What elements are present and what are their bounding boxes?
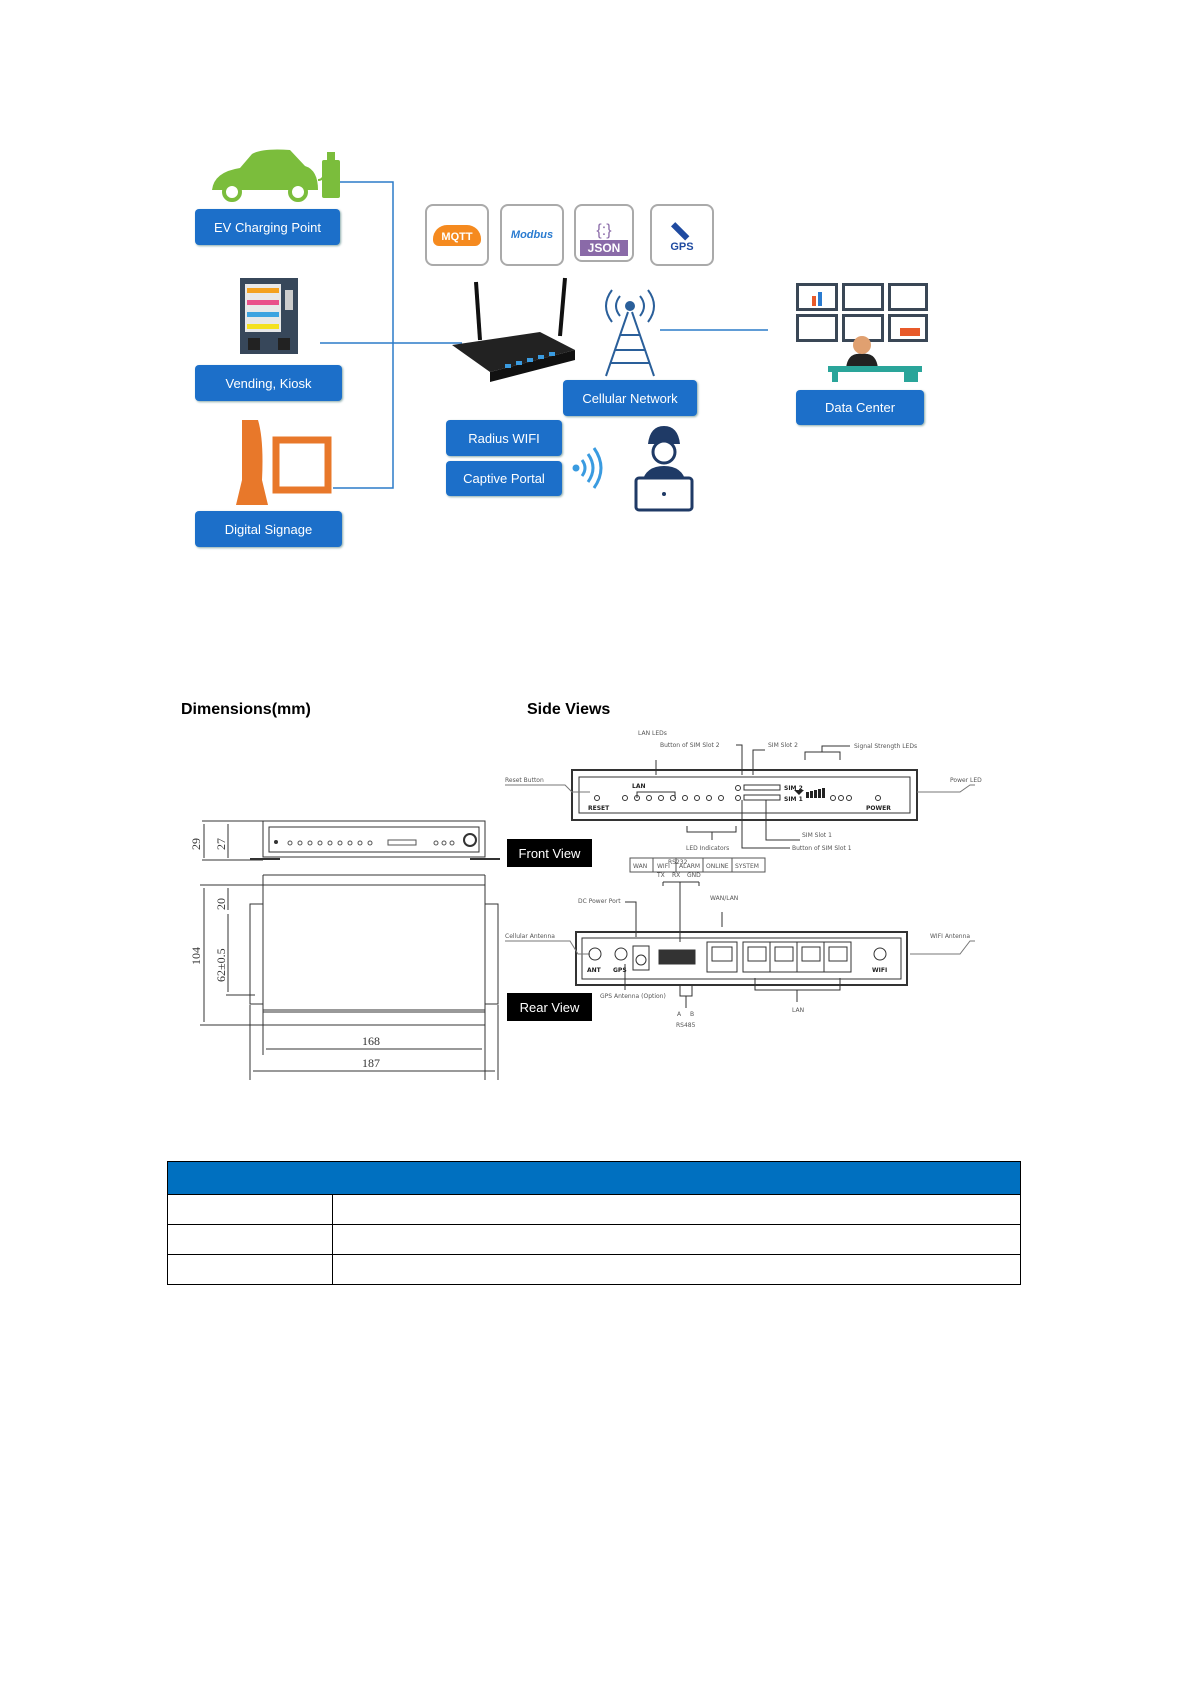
label-digital-signage: Digital Signage: [195, 511, 342, 547]
table-row: [167, 1254, 1021, 1285]
mqtt-cloud-icon: MQTT: [433, 224, 481, 246]
callout-reset-button: Reset Button: [505, 777, 544, 784]
callout-b: B: [690, 1011, 694, 1018]
table-header-row: [167, 1161, 1021, 1195]
panel-sim1: SIM 1: [784, 796, 803, 803]
dim-62: 62±0.5: [214, 948, 228, 982]
callout-wan-lan: WAN/LAN: [710, 895, 738, 902]
wifi-waves-icon: [572, 447, 603, 489]
front-view-tag: Front View: [507, 839, 592, 867]
panel-power: POWER: [866, 805, 891, 812]
indicator-wan: WAN: [633, 863, 647, 870]
connection-lines: [212, 149, 928, 512]
callout-gps-antenna: GPS Antenna (Option): [600, 993, 666, 1000]
engineer-laptop-icon: [634, 426, 694, 512]
callout-button-sim2: Button of SIM Slot 2: [660, 742, 720, 749]
table-cell: [332, 1194, 1021, 1225]
side-views-drawing: LAN LEDs Button of SIM Slot 2 SIM Slot 2…: [505, 730, 982, 1029]
callout-dc-power: DC Power Port: [578, 898, 621, 905]
callout-gnd: GND: [687, 872, 701, 879]
dim-168: 168: [362, 1034, 380, 1048]
spec-table: [167, 1161, 1021, 1285]
dim-27: 27: [214, 838, 228, 850]
label-vending-kiosk: Vending, Kiosk: [195, 365, 342, 401]
callout-rs232: RS232: [668, 859, 688, 866]
json-label: JSON: [579, 240, 629, 256]
modbus-logo: Modbus: [510, 229, 554, 241]
label-data-center: Data Center: [796, 390, 924, 425]
router-icon: [452, 277, 575, 382]
mqtt-tile: MQTT: [425, 204, 489, 266]
dim-187: 187: [362, 1056, 380, 1070]
callout-cellular-antenna: Cellular Antenna: [505, 933, 555, 940]
label-radius-wifi: Radius WIFI: [446, 420, 562, 456]
modbus-tile: Modbus: [500, 204, 564, 266]
indicator-online: ONLINE: [706, 863, 729, 870]
label-captive-portal: Captive Portal: [446, 461, 562, 496]
gps-label: GPS: [670, 240, 694, 253]
callout-lan-leds: LAN LEDs: [638, 730, 667, 737]
callout-tx: TX: [656, 872, 665, 879]
indicator-alarm: ALARM: [679, 863, 700, 870]
callout-led-indicators: LED Indicators: [686, 845, 729, 852]
callout-wifi-antenna: WIFI Antenna: [930, 933, 970, 940]
table-cell: [167, 1194, 333, 1225]
callout-sim1-slot: SIM Slot 1: [802, 832, 832, 839]
table-cell: [332, 1254, 1021, 1285]
dimensions-drawing: 29 27 20 62±0.5 104 168 187: [189, 820, 500, 1080]
callout-a: A: [677, 1011, 682, 1018]
table-cell: [167, 1254, 333, 1285]
table-cell: [332, 1224, 1021, 1255]
label-cellular-network: Cellular Network: [563, 380, 697, 416]
vending-machine-icon: [240, 278, 298, 354]
panel-gps: GPS: [613, 967, 627, 974]
table-row: [167, 1224, 1021, 1255]
digital-signage-icon: [236, 420, 332, 505]
callout-power-led: Power LED: [950, 777, 982, 784]
table-header-cell: [167, 1161, 1021, 1195]
dimensions-heading: Dimensions(mm): [181, 701, 311, 718]
indicator-system: SYSTEM: [735, 863, 759, 870]
panel-lan: LAN: [632, 783, 646, 790]
dim-29: 29: [189, 838, 203, 850]
side-views-heading: Side Views: [527, 701, 611, 718]
panel-reset: RESET: [588, 805, 610, 812]
table-cell: [167, 1224, 333, 1255]
data-center-icon: [796, 283, 928, 382]
dim-104: 104: [189, 947, 203, 965]
rear-view-tag: Rear View: [507, 993, 592, 1021]
json-file-icon: {:}: [596, 222, 612, 239]
panel-sim2: SIM 2: [784, 785, 803, 792]
label-ev-charging-point: EV Charging Point: [195, 209, 340, 245]
cell-tower-icon: [605, 289, 655, 377]
table-row: [167, 1194, 1021, 1225]
callout-rs485: RS485: [676, 1022, 696, 1029]
callout-lan: LAN: [792, 1007, 804, 1014]
panel-wifi: WIFI: [872, 967, 887, 974]
panel-ant: ANT: [587, 967, 602, 974]
ev-car-icon: [212, 149, 340, 202]
indicator-wifi: WIFI: [657, 863, 670, 870]
json-tile: {:} JSON: [574, 204, 634, 262]
callout-sim2-slot: SIM Slot 2: [768, 742, 798, 749]
dim-20: 20: [214, 898, 228, 910]
gps-tile: ▬ GPS: [650, 204, 714, 266]
callout-rx: RX: [672, 872, 680, 879]
callout-button-sim1: Button of SIM Slot 1: [792, 845, 852, 852]
callout-signal-leds: Signal Strength LEDs: [854, 743, 917, 750]
